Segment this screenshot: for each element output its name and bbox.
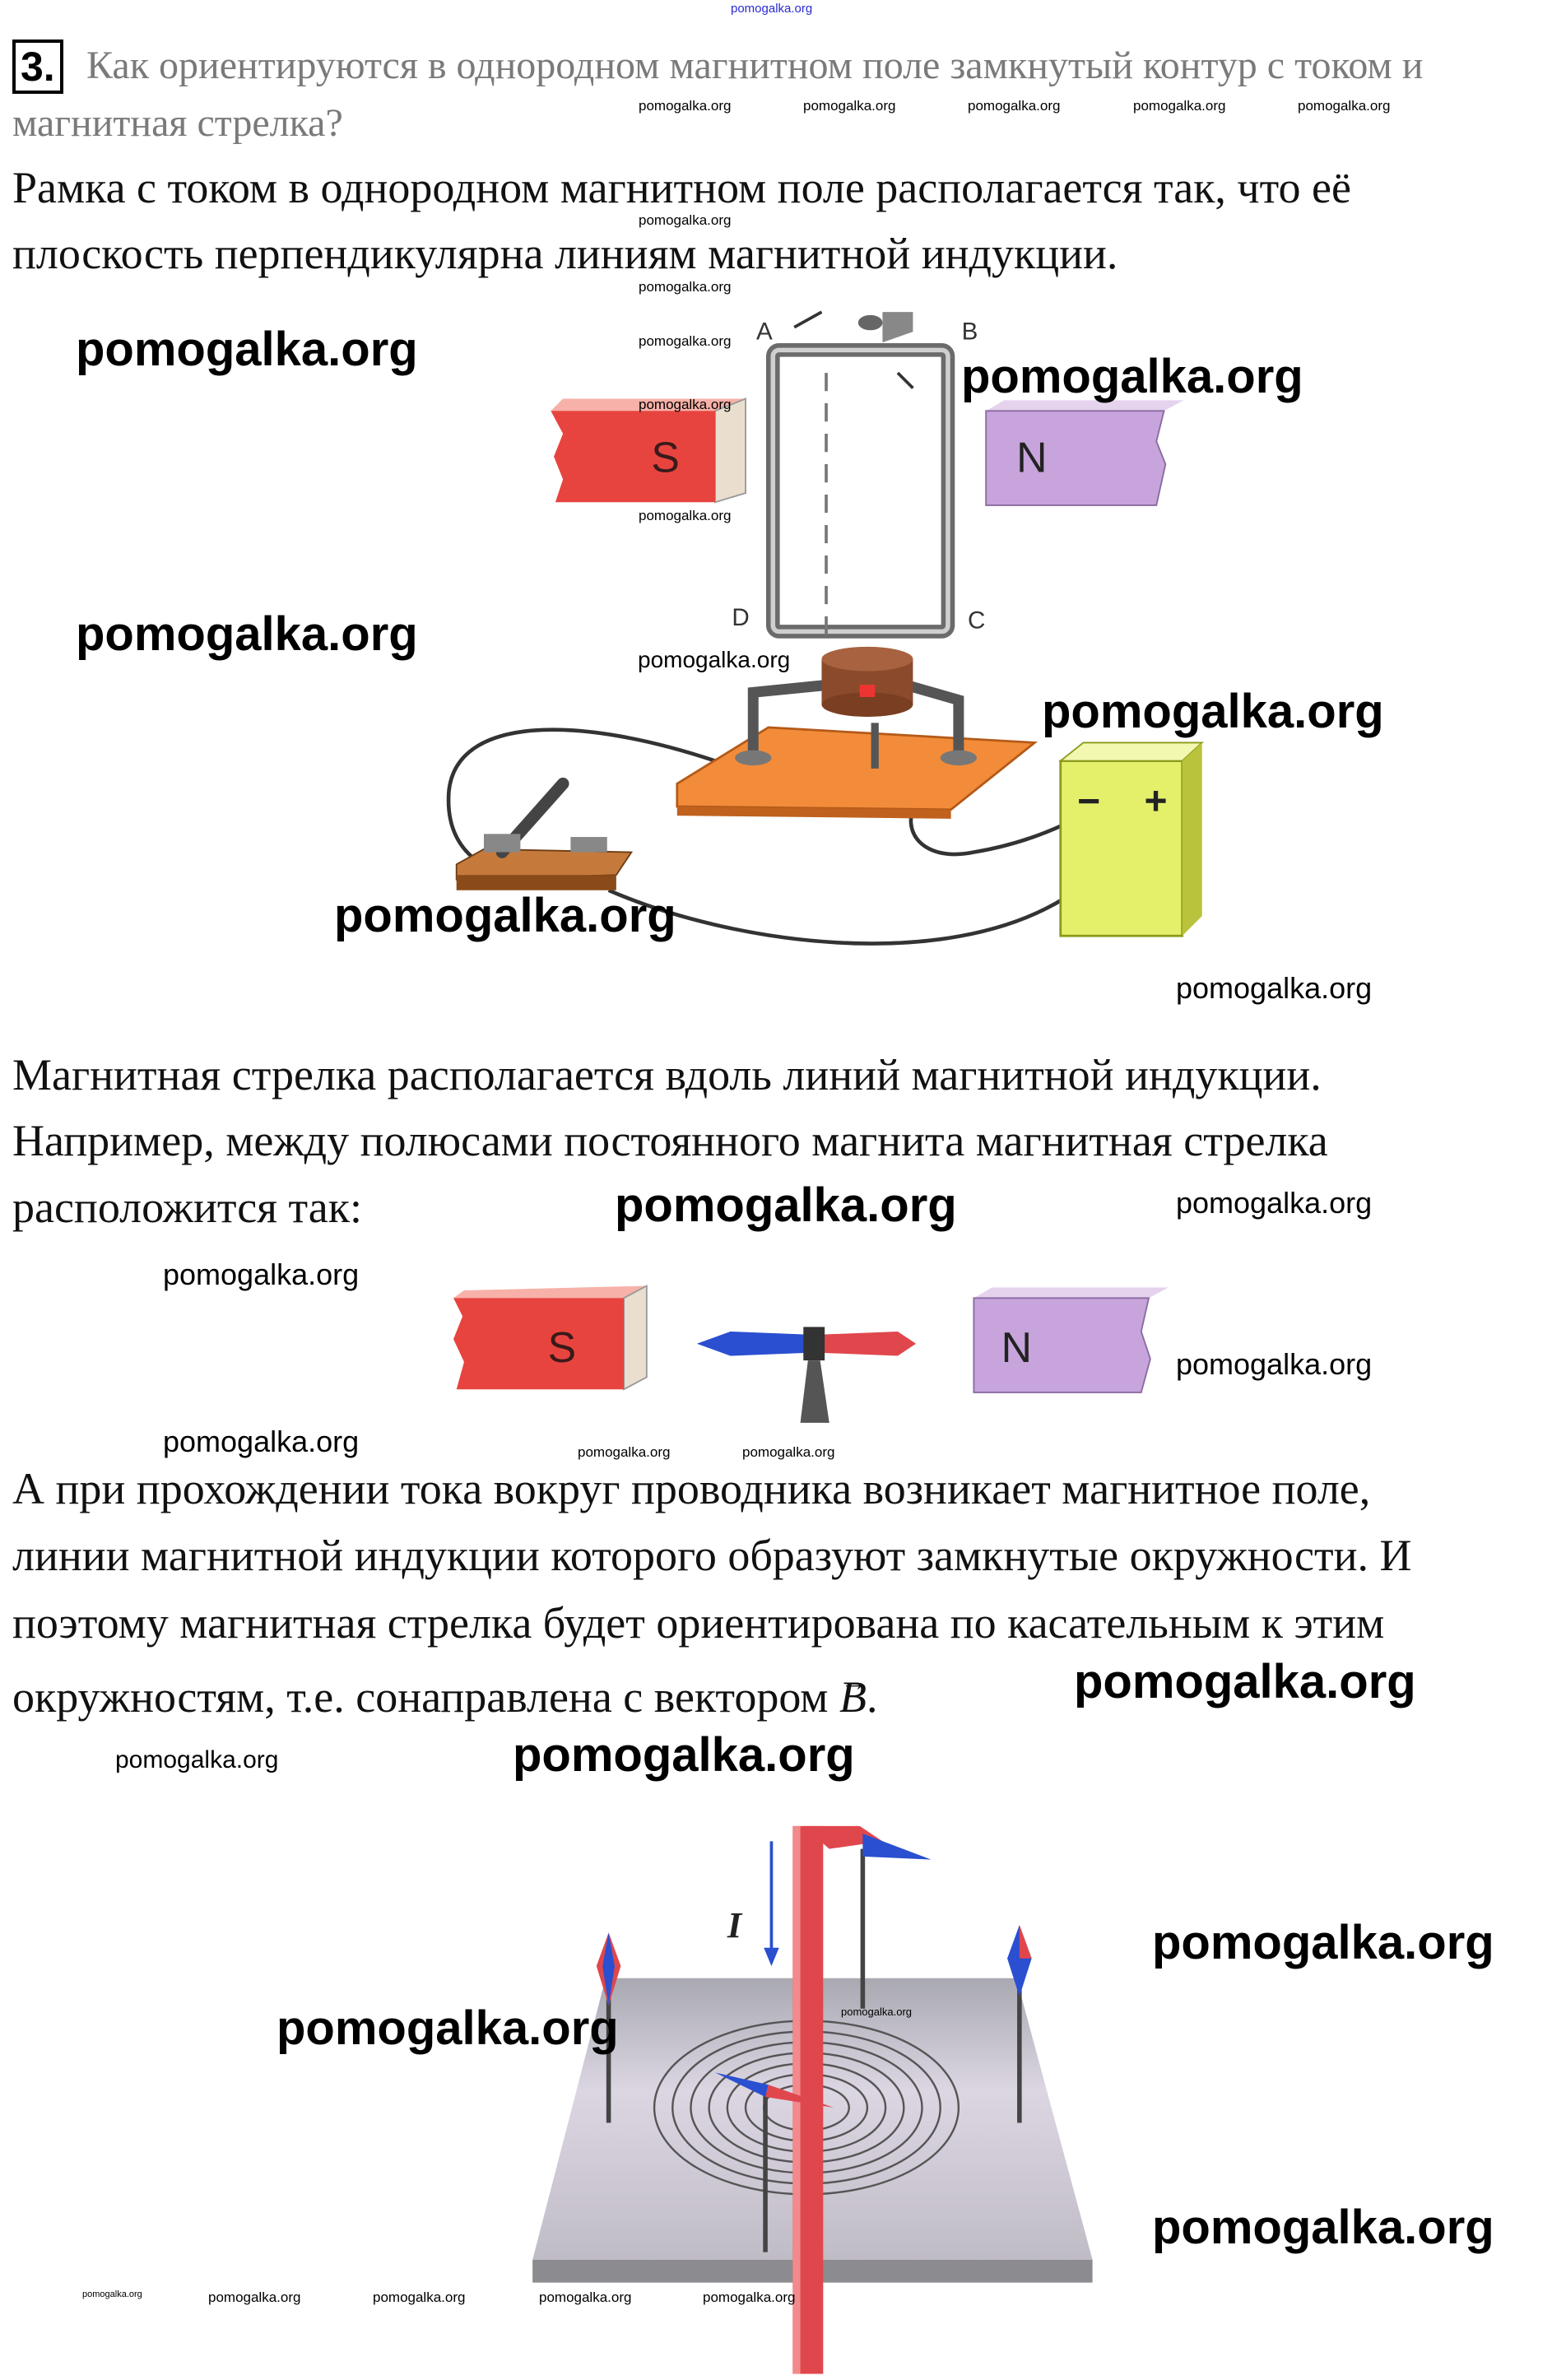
label-c: C xyxy=(968,607,985,635)
pole-s-label: S xyxy=(548,1323,577,1371)
pole-s-label: S xyxy=(651,433,680,481)
figure-needle-between-magnets: S N xyxy=(453,1284,1169,1423)
watermark: pomogalka.org xyxy=(615,1178,957,1232)
watermark: pomogalka.org xyxy=(639,508,732,523)
watermark: pomogalka.org xyxy=(1152,2201,1494,2254)
answer-line: линии магнитной индукции которого образу… xyxy=(12,1531,1412,1580)
battery xyxy=(1059,760,1184,937)
question-line: Как ориентируются в однородном магнитном… xyxy=(86,44,1424,87)
watermark: pomogalka.org xyxy=(639,333,732,349)
question-line: магнитная стрелка? xyxy=(12,101,343,145)
watermark: pomogalka.org xyxy=(639,397,732,412)
compass-needle xyxy=(715,2072,769,2098)
magnet-n xyxy=(973,1297,1151,1393)
watermark: pomogalka.org xyxy=(1176,971,1373,1005)
answer-line: окружностям, т.е. сонаправлена с векторо… xyxy=(12,1657,878,1722)
needle-red-end xyxy=(821,1331,917,1356)
watermark: pomogalka.org xyxy=(703,2289,796,2305)
watermark: pomogalka.org xyxy=(76,323,418,376)
vector-b: B xyxy=(839,1657,867,1722)
needle-stand xyxy=(800,1360,829,1423)
wire xyxy=(607,888,1066,946)
watermark: pomogalka.org xyxy=(76,607,418,661)
watermark: pomogalka.org xyxy=(1074,1655,1416,1708)
watermark: pomogalka.org xyxy=(373,2289,466,2305)
watermark: pomogalka.org xyxy=(276,2001,619,2055)
answer-line: Например, между полюсами постоянного маг… xyxy=(12,1116,1328,1165)
figure-conductor-field: I xyxy=(532,1825,1093,2374)
watermark: pomogalka.org xyxy=(1176,1186,1373,1220)
watermark: pomogalka.org xyxy=(82,2289,142,2299)
current-frame xyxy=(765,343,955,639)
watermark: pomogalka.org xyxy=(115,1746,279,1773)
needle-blue-end xyxy=(696,1331,806,1356)
watermark: pomogalka.org xyxy=(1298,98,1391,114)
label-b: B xyxy=(962,318,978,345)
label-d: D xyxy=(732,604,749,631)
battery-minus: − xyxy=(1077,779,1100,823)
label-a: A xyxy=(756,318,773,345)
watermark: pomogalka.org xyxy=(208,2289,301,2305)
answer-line: Магнитная стрелка располагается вдоль ли… xyxy=(12,1050,1322,1099)
period: . xyxy=(866,1672,878,1722)
magnet-s xyxy=(453,1298,625,1390)
support-leg xyxy=(747,679,830,754)
answer-line: расположится так: xyxy=(12,1183,362,1232)
watermark: pomogalka.org xyxy=(334,889,676,942)
watermark: pomogalka.org xyxy=(539,2289,632,2305)
figure-current-frame: A B C D S N − + xyxy=(446,310,1205,946)
watermark: pomogalka.org xyxy=(163,1257,360,1291)
watermark: pomogalka.org xyxy=(513,1728,855,1782)
task-number: 3. xyxy=(12,40,63,94)
watermark: pomogalka.org xyxy=(638,647,791,672)
base-plate xyxy=(676,726,1039,811)
watermark: pomogalka.org xyxy=(841,2006,912,2018)
watermark: pomogalka.org xyxy=(803,98,896,114)
watermark: pomogalka.org xyxy=(1042,685,1384,738)
watermark: pomogalka.org xyxy=(578,1444,671,1460)
magnet-n xyxy=(985,410,1167,506)
watermark: pomogalka.org xyxy=(1152,1916,1494,1969)
base-edge xyxy=(676,807,951,819)
watermark: pomogalka.org xyxy=(639,279,732,295)
watermark: pomogalka.org xyxy=(639,212,732,228)
watermark: pomogalka.org xyxy=(1133,98,1226,114)
pole-n-label: N xyxy=(1016,433,1047,481)
answer-line: плоскость перпендикулярна линиям магнитн… xyxy=(12,229,1118,278)
answer-line: А при прохождении тока вокруг проводника… xyxy=(12,1464,1371,1513)
watermark: pomogalka.org xyxy=(961,350,1303,403)
watermark: pomogalka.org xyxy=(1176,1347,1373,1381)
watermark: pomogalka.org xyxy=(639,98,732,114)
magnet-s xyxy=(551,411,716,503)
battery-plus: + xyxy=(1144,779,1167,823)
pole-n-label: N xyxy=(1001,1323,1032,1371)
answer-text: окружностям, т.е. сонаправлена с векторо… xyxy=(12,1672,839,1722)
current-label: I xyxy=(727,1904,743,1945)
watermark: pomogalka.org xyxy=(731,2,813,16)
answer-line: поэтому магнитная стрелка будет ориентир… xyxy=(12,1598,1385,1648)
compass-needle xyxy=(862,1834,932,1860)
watermark: pomogalka.org xyxy=(163,1425,360,1458)
support-leg xyxy=(904,679,964,754)
answer-line: Рамка с током в однородном магнитном пол… xyxy=(12,163,1351,212)
watermark: pomogalka.org xyxy=(968,98,1061,114)
watermark: pomogalka.org xyxy=(742,1444,835,1460)
